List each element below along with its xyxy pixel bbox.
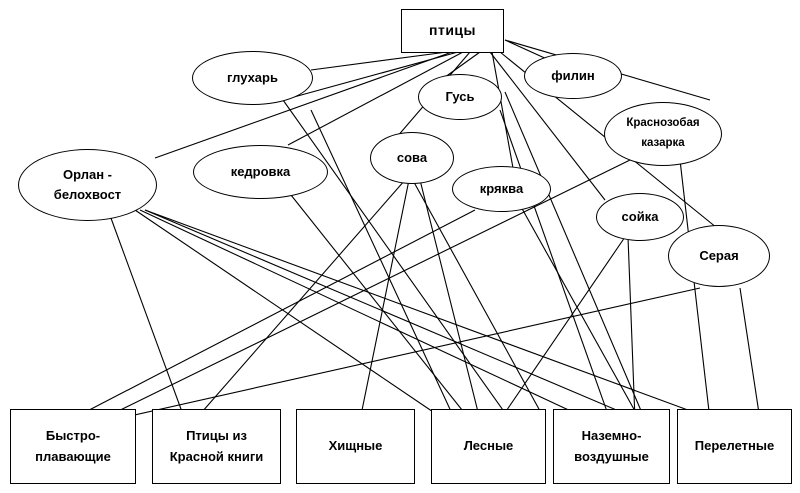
connector-line	[107, 209, 186, 421]
connector-line	[499, 236, 626, 421]
connector-line	[409, 174, 546, 421]
connector-line	[679, 159, 711, 421]
bird-node-seraya: Серая	[668, 225, 770, 287]
connector-line	[144, 209, 716, 421]
bird-node-glukhar: глухарь	[192, 51, 313, 105]
category-box-nazemno: Наземно- воздушные	[553, 409, 670, 484]
category-box-perelet: Перелетные	[677, 409, 792, 484]
category-label-perelet: Перелетные	[694, 438, 775, 454]
bird-node-filin: филин	[524, 53, 622, 99]
connector-line	[69, 209, 476, 421]
connector-line	[282, 99, 511, 421]
bird-node-kazarka: Краснозобая казарка	[604, 102, 722, 166]
category-label-krasnaya: Птицы из Красной книги	[169, 428, 264, 464]
category-label-nazemno: Наземно- воздушные	[574, 428, 649, 464]
category-box-lesnye: Лесные	[431, 409, 546, 484]
bird-node-kryakva: кряква	[452, 166, 551, 212]
connector-line	[499, 109, 611, 421]
connector-line	[154, 51, 453, 159]
root-node-box: птицы	[401, 9, 504, 53]
category-box-krasnaya: Птицы из Красной книги	[152, 409, 281, 484]
bird-label-kryakva: кряква	[479, 180, 524, 196]
bird-label-seraya: Серая	[699, 247, 739, 263]
connector-line	[627, 236, 636, 421]
connector-line	[504, 91, 646, 421]
bird-node-kedrovka: кедровка	[193, 145, 328, 199]
category-box-bystro: Быстро- плавающие	[10, 409, 136, 484]
category-label-bystro: Быстро- плавающие	[35, 428, 111, 464]
connector-line	[739, 287, 761, 421]
bird-node-sova: сова	[370, 132, 454, 184]
connector-line	[359, 174, 411, 421]
connector-line	[287, 51, 464, 146]
root-node-label: птицы	[429, 22, 476, 39]
bird-label-gus: Гусь	[445, 88, 475, 104]
connector-line	[111, 287, 701, 421]
bird-label-filin: филин	[551, 67, 595, 83]
bird-node-orlan: Орлан - белохвост	[18, 149, 157, 221]
category-label-khishchnye: Хищные	[328, 438, 383, 454]
bird-label-orlan: Орлан - белохвост	[53, 166, 122, 202]
connector-line	[489, 51, 606, 201]
connector-line	[144, 209, 641, 421]
category-label-lesnye: Лесные	[463, 438, 514, 454]
bird-label-glukhar: глухарь	[227, 69, 278, 85]
bird-label-sova: сова	[396, 149, 428, 165]
connector-line	[419, 179, 481, 421]
connector-line	[134, 209, 446, 421]
connector-line	[491, 51, 514, 169]
bird-label-soyka: сойка	[621, 208, 659, 224]
connector-line	[310, 51, 448, 71]
connector-line	[519, 204, 641, 421]
connector-line	[139, 209, 591, 421]
connector-line	[286, 189, 471, 421]
connector-line	[282, 51, 459, 101]
bird-node-gus: Гусь	[418, 74, 502, 120]
connector-line	[99, 159, 631, 421]
bird-node-soyka: сойка	[596, 193, 684, 241]
category-box-khishchnye: Хищные	[296, 409, 415, 484]
bird-label-kazarka: Краснозобая казарка	[626, 117, 700, 149]
bird-label-kedrovka: кедровка	[230, 163, 291, 179]
connector-line	[194, 179, 406, 421]
connector-line	[310, 109, 456, 421]
